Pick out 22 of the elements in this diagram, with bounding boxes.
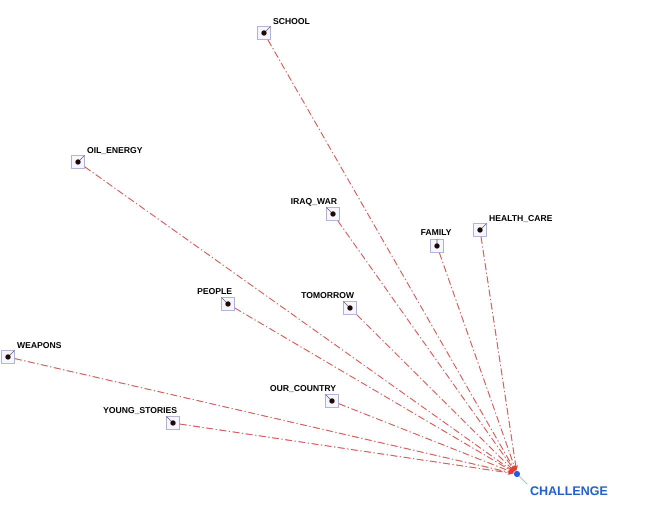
node-label: FAMILY <box>421 229 452 235</box>
node-marker <box>514 471 528 485</box>
node-label: HEALTH_CARE <box>490 215 552 222</box>
node-label: OIL_ENERGY <box>87 147 142 154</box>
node-marker <box>71 155 85 169</box>
node-label: PEOPLE <box>198 288 232 294</box>
node-marker <box>166 416 180 430</box>
node-label: YOUNG_STORIES <box>103 407 177 414</box>
node-marker <box>257 26 271 40</box>
node-marker <box>430 239 444 253</box>
node-marker <box>221 297 235 311</box>
node-label: TOMORROW <box>301 292 354 298</box>
node-label: IRAQ_WAR <box>291 198 337 206</box>
node-marker <box>326 207 340 221</box>
node-marker <box>473 223 487 237</box>
node-label: WEAPONS <box>17 342 62 348</box>
node-label: OUR_COUNTRY <box>270 385 336 392</box>
node-marker <box>325 394 339 408</box>
node-label: SCHOOL <box>273 18 310 24</box>
node-label: CHALLENGE <box>530 486 608 496</box>
node-marker <box>1 350 15 364</box>
node-marker <box>343 301 357 315</box>
